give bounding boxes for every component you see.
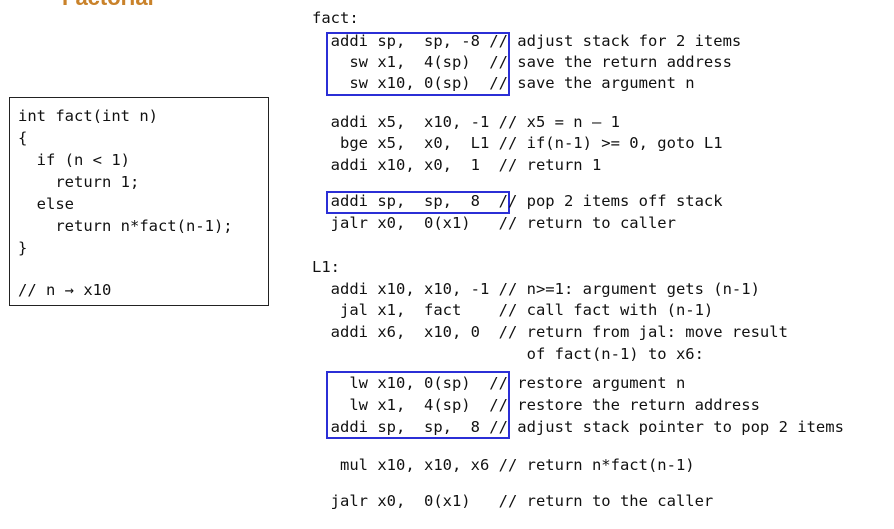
asm-line: bge x5, x0, L1 // if(n-1) >= 0, goto L1	[312, 134, 723, 152]
c-code-line: // n → x10	[18, 281, 112, 299]
c-code-line: return 1;	[18, 173, 140, 191]
asm-line: lw x1, 4(sp) // restore the return addre…	[312, 396, 760, 414]
asm-line: addi x5, x10, -1 // x5 = n – 1	[312, 113, 620, 131]
asm-line: addi x6, x10, 0 // return from jal: move…	[312, 323, 788, 341]
c-code-line: }	[18, 239, 28, 257]
stack-restore-highlight-box	[326, 371, 510, 439]
asm-line: mul x10, x10, x6 // return n*fact(n-1)	[312, 456, 695, 474]
asm-line: addi sp, sp, 8 // pop 2 items off stack	[312, 192, 723, 210]
asm-line: fact:	[312, 9, 359, 27]
c-code-line: return n*fact(n-1);	[18, 217, 233, 235]
asm-line: addi x10, x0, 1 // return 1	[312, 156, 602, 174]
slide-title: Factorial	[62, 0, 154, 9]
asm-line: L1:	[312, 258, 340, 276]
asm-line: addi sp, sp, 8 // adjust stack pointer t…	[312, 418, 844, 436]
asm-line: of fact(n-1) to x6:	[312, 345, 704, 363]
asm-line: sw x10, 0(sp) // save the argument n	[312, 74, 695, 92]
stack-push-highlight-box	[326, 32, 510, 96]
c-code-line: int fact(int n)	[18, 107, 158, 125]
asm-line: jalr x0, 0(x1) // return to the caller	[312, 492, 714, 510]
asm-line: addi sp, sp, -8 // adjust stack for 2 it…	[312, 32, 742, 50]
stack-pop-highlight-box	[326, 191, 510, 214]
asm-line: addi x10, x10, -1 // n>=1: argument gets…	[312, 280, 760, 298]
c-code-line: {	[18, 129, 28, 147]
asm-line: jalr x0, 0(x1) // return to caller	[312, 214, 676, 232]
c-code-line: if (n < 1)	[18, 151, 130, 169]
asm-line: sw x1, 4(sp) // save the return address	[312, 53, 732, 71]
asm-line: lw x10, 0(sp) // restore argument n	[312, 374, 686, 392]
c-code-line: else	[18, 195, 74, 213]
c-code-box	[9, 97, 269, 306]
asm-line: jal x1, fact // call fact with (n-1)	[312, 301, 714, 319]
